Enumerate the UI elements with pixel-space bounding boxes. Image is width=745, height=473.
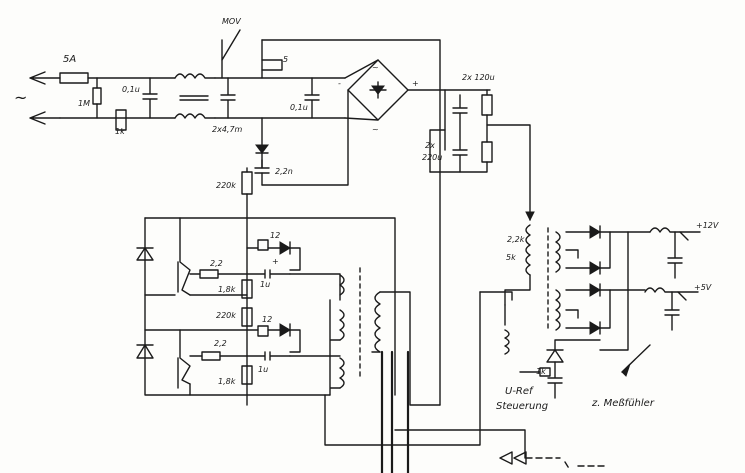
u-ref-label: U-Ref <box>505 386 534 397</box>
z-12-2-label: 12 <box>262 315 272 324</box>
bottom-continuation <box>394 429 605 471</box>
r-18k-bot-label: 1,8k <box>218 377 236 386</box>
bridge-minus-label: - <box>338 79 341 88</box>
driver-transformer <box>371 291 441 473</box>
cap-plus-top: + <box>272 257 279 266</box>
fuse-label: 5A <box>63 54 76 65</box>
c-01u-2-label: 0,1u <box>290 103 308 112</box>
power-transformer: 2,2k 5k <box>324 211 561 446</box>
r-220k-2-label: 220k <box>216 311 236 320</box>
c-220u-label: 220u <box>422 153 442 162</box>
fuse-2 <box>261 59 283 71</box>
r-18k-top-label: 1,8k <box>218 285 236 294</box>
r-1m-label: 1M <box>78 99 90 108</box>
r-1k-b-label: 1k <box>536 367 546 376</box>
z-12-label: 12 <box>270 231 280 240</box>
transformer-icon <box>374 291 381 353</box>
messfuehler-label: z. Meßfühler <box>591 398 655 409</box>
r-22-bot-label: 2,2 <box>214 339 227 348</box>
resistor-220k <box>241 171 253 195</box>
r-1k-label: 1k <box>115 127 125 136</box>
startup-chain: 2,2n 220k <box>216 117 293 406</box>
bridge-ac-top-label: ~ <box>372 63 379 72</box>
l-22k-label: 2,2k <box>507 235 525 244</box>
c-01u-label: 0,1u <box>122 85 140 94</box>
mov-label: MOV <box>222 17 241 26</box>
out-5v-label: +5V <box>694 283 712 292</box>
bridge-ac-bottom-label: ~ <box>372 125 379 134</box>
output-5v: +5V z. Meßfühler <box>565 283 712 409</box>
bulk-capacitors: 2x 120u 2x 220u <box>422 73 531 221</box>
half-bridge-stage: 2,2 2,2 12 + 1u 1,8k 220k 12 1u 1,8k <box>136 217 396 396</box>
ac-input-section: ~ 5A 1M 1k 0,1u 2x4,7m MOV 5 0,1u <box>14 17 441 406</box>
c-2x120u-label: 2x 120u <box>462 73 495 82</box>
fuse2-label: 5 <box>283 55 288 64</box>
bridge-plus-label: + <box>412 79 419 88</box>
ac-source-icon: ~ <box>14 88 27 107</box>
out-12v-label: +12V <box>696 221 719 230</box>
r-5k-label: 5k <box>506 253 516 262</box>
r-22-top-label: 2,2 <box>210 259 223 268</box>
c-22n-label: 2,2n <box>275 167 293 176</box>
fuse-symbol <box>59 72 89 84</box>
r-220k-label: 220k <box>216 181 236 190</box>
l-2x47m-label: 2x4,7m <box>212 125 243 134</box>
output-12v: +12V <box>565 221 719 351</box>
resistor-1m <box>92 87 102 105</box>
c-1u-bot-label: 1u <box>258 365 268 374</box>
steuerung-label: Steuerung <box>496 401 548 412</box>
feedback-section: 1k U-Ref Steuerung <box>496 339 601 412</box>
c-1u-top-label: 1u <box>260 280 270 289</box>
